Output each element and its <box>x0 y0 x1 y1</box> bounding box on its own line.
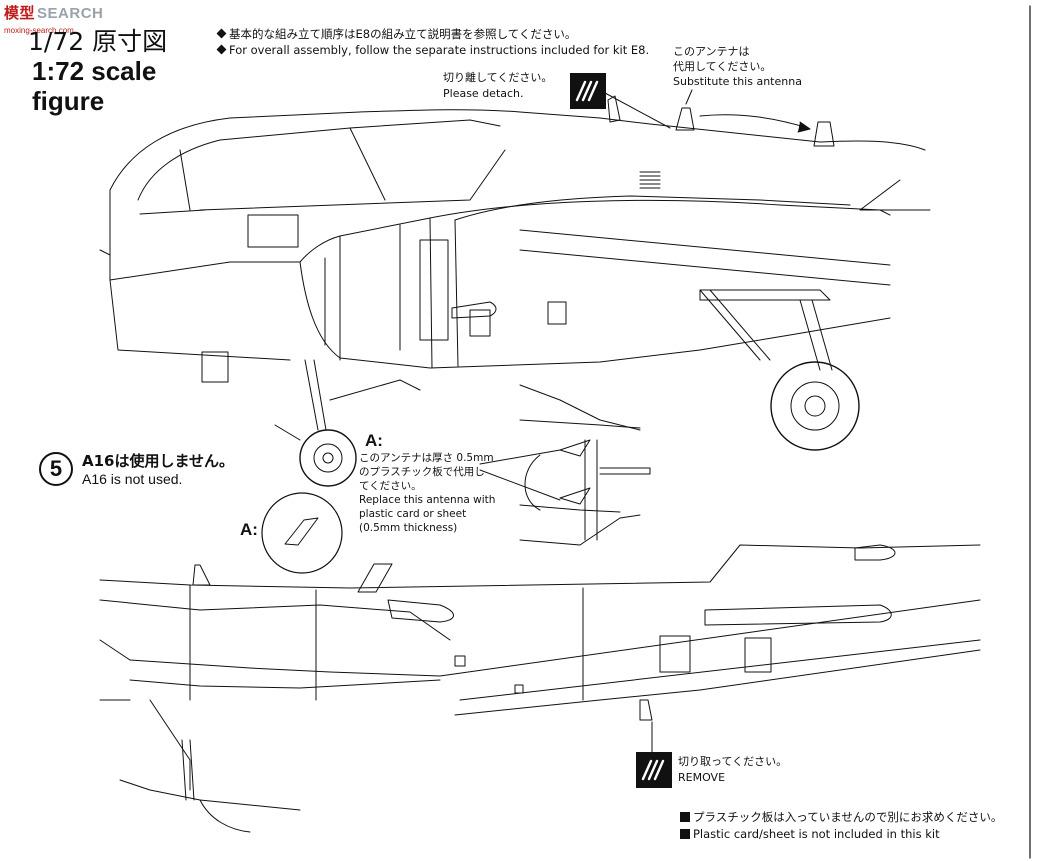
lower-fuselage-drawing <box>99 544 981 833</box>
square-bullet-icon <box>680 829 690 839</box>
antenna-callout-en1: Replace this antenna with <box>359 494 496 506</box>
instruction-text-en: For overall assembly, follow the separat… <box>229 43 650 57</box>
square-bullet-icon <box>680 812 690 822</box>
instruction-line-en: For overall assembly, follow the separat… <box>215 42 649 58</box>
detach-note-ja: 切り離してください。 <box>443 71 553 84</box>
nose-wheel <box>299 429 357 487</box>
watermark-url: moxing-search.com <box>4 26 74 35</box>
cut-mark-icon <box>570 73 606 109</box>
antenna-a-upper <box>559 439 591 457</box>
instruction-text-ja: 基本的な組み立て順序はE8の組み立て説明書を参照してください。 <box>229 27 577 41</box>
antenna-callout-en2: plastic card or sheet <box>359 508 467 520</box>
substitute-note-en: Substitute this antenna <box>673 75 802 88</box>
instruction-line-ja: 基本的な組み立て順序はE8の組み立て説明書を参照してください。 <box>215 26 576 42</box>
watermark-primary: 模型 <box>4 5 36 22</box>
antenna-top-right <box>813 121 835 147</box>
footer-note-ja: プラスチック板は入っていませんので別にお求めください。 <box>680 810 1002 825</box>
antenna-to-remove <box>639 699 653 721</box>
footer-text-en: Plastic card/sheet is not included in th… <box>693 827 940 841</box>
footer-text-ja: プラスチック板は入っていませんので別にお求めください。 <box>693 810 1003 824</box>
remove-note-en: REMOVE <box>678 771 726 784</box>
antenna-a-lower <box>559 487 591 505</box>
detail-circle-label: A: <box>240 520 258 539</box>
antenna-lower-left <box>192 564 211 586</box>
antenna-callout-ja3: てください。 <box>359 480 422 492</box>
footer-note-en: Plastic card/sheet is not included in th… <box>680 827 940 842</box>
remove-note-ja: 切り取ってください。 <box>678 755 788 768</box>
main-wheel <box>770 361 860 451</box>
step-number-badge: 5 <box>39 452 73 486</box>
page-title-en: 1:72 scale figure <box>32 56 157 116</box>
antenna-callout-ja1: このアンテナは厚さ 0.5mm <box>359 452 494 464</box>
antenna-callout-label: A: <box>365 431 383 450</box>
detach-note-en: Please detach. <box>443 87 524 100</box>
upper-fuselage-drawing <box>99 89 931 487</box>
substitute-note-ja1: このアンテナは <box>673 45 750 58</box>
cut-mark-icon <box>636 752 672 788</box>
antenna-callout-text: このアンテナは厚さ 0.5mm のプラスチック板で代用し てください。 Repl… <box>359 451 495 535</box>
detail-circle-a <box>261 492 343 574</box>
antenna-lower-mid <box>357 563 393 593</box>
antenna-callout-en3: (0.5mm thickness) <box>359 522 458 534</box>
page-title-ja: 1/72 原寸図 <box>28 27 168 56</box>
antenna-callout-ja2: のプラスチック板で代用し <box>359 466 485 478</box>
antenna-top-mid <box>675 107 695 131</box>
step-note-en: A16 is not used. <box>82 471 183 487</box>
watermark-secondary: SEARCH <box>37 5 104 22</box>
step-note-ja: A16は使用しません。 <box>82 452 235 470</box>
substitute-note-ja2: 代用してください。 <box>673 60 772 73</box>
pylon-detail-drawing <box>479 384 651 546</box>
